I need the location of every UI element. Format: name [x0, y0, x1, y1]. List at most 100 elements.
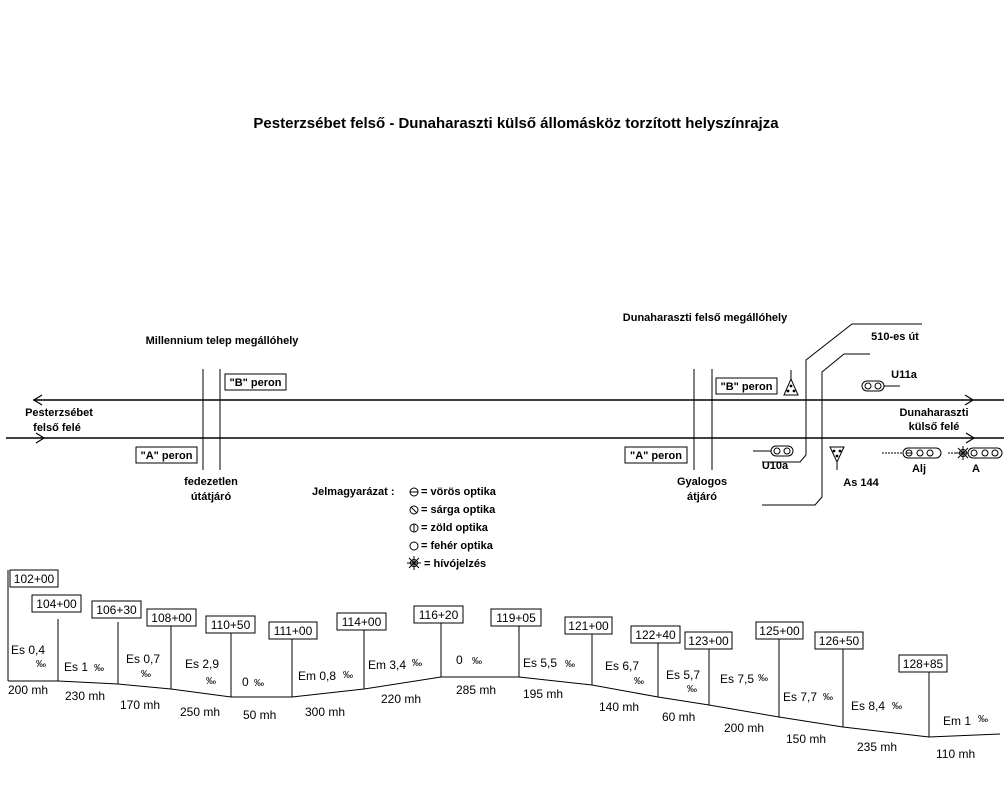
- segment-length: 170 mh: [120, 698, 160, 712]
- svg-text:"B" peron: "B" peron: [721, 381, 773, 393]
- svg-text:"A" peron: "A" peron: [141, 450, 193, 462]
- segment-length: 200 mh: [724, 721, 764, 735]
- station-millennium: Millennium telep megállóhely: [146, 335, 300, 347]
- direction-left-line2: felső felé: [33, 422, 81, 434]
- segment-grade: 0: [456, 653, 463, 667]
- chainage-label: 128+85: [903, 657, 944, 671]
- segment-grade: Em 1: [943, 714, 971, 728]
- segment-grade: Es 0,7: [126, 652, 160, 666]
- chainage-label: 123+00: [688, 634, 729, 648]
- chainage-label: 110+50: [211, 618, 251, 632]
- crossing-left-line1: fedezetlen: [184, 476, 238, 488]
- chainage-box: [630, 625, 681, 644]
- direction-left-line1: Pesterzsébet: [25, 407, 93, 419]
- chainage-label: 111+00: [274, 624, 313, 638]
- legend-item-red: = vörös optika: [421, 486, 497, 498]
- direction-right-line1: Dunaharaszti: [899, 407, 968, 419]
- chainage-label: 122+40: [635, 628, 676, 642]
- chainage-box: [684, 631, 733, 650]
- segment-grade-unit: ‰: [472, 656, 482, 667]
- segment-grade-unit: ‰: [634, 676, 644, 687]
- segment-length: 195 mh: [523, 687, 563, 701]
- segment-length: 200 mh: [8, 683, 48, 697]
- segment-grade-unit: ‰: [141, 669, 151, 680]
- segment-grade-unit: ‰: [823, 692, 833, 703]
- chainage-label: 106+30: [96, 603, 137, 617]
- legend-call-on-signal-icon: [407, 556, 421, 570]
- legend-item-white: = fehér optika: [421, 540, 494, 552]
- legend-yellow-optic-icon: [409, 505, 419, 515]
- crossing-left: [202, 369, 221, 470]
- legend-red-optic-icon: [409, 487, 419, 497]
- segment-length: 300 mh: [305, 705, 345, 719]
- chainage-label: 126+50: [819, 634, 860, 648]
- lower-track: [6, 432, 1004, 444]
- segment-length: 235 mh: [857, 740, 897, 754]
- chainage-box: [9, 569, 59, 588]
- road-510-label: 510-es út: [871, 331, 919, 343]
- crossing-right-line2: átjáró: [687, 491, 717, 503]
- segment-grade: 0: [242, 675, 249, 689]
- signal-u11a-label: U11a: [891, 369, 918, 381]
- chainage-box: [755, 621, 804, 640]
- signal-a-icon: [948, 446, 1003, 460]
- chainage-label: 125+00: [759, 624, 800, 638]
- signal-alj-icon: [882, 447, 942, 459]
- upper-track: [32, 394, 1004, 406]
- chainage-label: 104+00: [36, 597, 77, 611]
- platform-a-left: "A" peron: [135, 446, 198, 464]
- segment-grade: Es 6,7: [605, 659, 639, 673]
- legend-white-optic-icon: [409, 541, 419, 551]
- segment-length: 150 mh: [786, 732, 826, 746]
- chainage-label: 121+00: [568, 619, 609, 633]
- station-dunaharaszti-felso: Dunaharaszti felső megállóhely: [623, 312, 788, 324]
- signal-as-upper-icon: [783, 370, 799, 396]
- chainage-box: [814, 631, 864, 650]
- segment-grade: Es 5,7: [666, 668, 700, 682]
- road-510: [762, 323, 922, 506]
- legend-item-call-on: = hívójelzés: [424, 558, 486, 570]
- segment-grade-unit: ‰: [978, 714, 988, 725]
- segment-length: 60 mh: [662, 710, 695, 724]
- segment-length: 50 mh: [243, 708, 276, 722]
- crossing-right-line1: Gyalogos: [677, 476, 727, 488]
- segment-length: 250 mh: [180, 705, 220, 719]
- signal-alj-label: Alj: [912, 463, 926, 475]
- segment-grade-unit: ‰: [412, 658, 422, 669]
- signal-as144-label: As 144: [843, 477, 879, 489]
- chainage-box: [146, 608, 197, 627]
- segment-grade-unit: ‰: [36, 659, 46, 670]
- crossing-left-line2: útátjáró: [191, 491, 232, 503]
- segment-grade-unit: ‰: [343, 670, 353, 681]
- chainage-box: [564, 616, 613, 635]
- chainage-box: [205, 615, 256, 634]
- segment-grade-unit: ‰: [892, 701, 902, 712]
- signal-u11a-icon: [861, 380, 900, 392]
- signal-as144-icon: [829, 446, 845, 470]
- chainage-label: 116+20: [419, 608, 459, 622]
- segment-length: 285 mh: [456, 683, 496, 697]
- page-title: Pesterzsébet felső - Dunaharaszti külső …: [253, 115, 779, 132]
- chainage-box: [413, 605, 464, 624]
- segment-length: 140 mh: [599, 700, 639, 714]
- segment-grade: Em 0,8: [298, 669, 336, 683]
- segment-length: 110 mh: [936, 747, 975, 761]
- signal-a-label: A: [972, 463, 980, 475]
- signal-u10a-label: U10a: [762, 460, 789, 472]
- segment-grade-unit: ‰: [687, 684, 697, 695]
- signal-u10a-icon: [753, 445, 794, 457]
- platform-b-right: "B" peron: [715, 377, 778, 395]
- segment-grade: Es 0,4: [11, 643, 45, 657]
- legend-title: Jelmagyarázat :: [312, 486, 395, 498]
- segment-grade: Es 2,9: [185, 657, 219, 671]
- chainage-box: [268, 621, 318, 640]
- segment-length: 230 mh: [65, 689, 105, 703]
- legend-item-yellow: = sárga optika: [421, 504, 496, 516]
- segment-grade: Es 7,7: [783, 690, 817, 704]
- chainage-box: [91, 600, 142, 619]
- chainage-label: 108+00: [151, 611, 192, 625]
- segment-grade-unit: ‰: [758, 673, 768, 684]
- segment-length: 220 mh: [381, 692, 421, 706]
